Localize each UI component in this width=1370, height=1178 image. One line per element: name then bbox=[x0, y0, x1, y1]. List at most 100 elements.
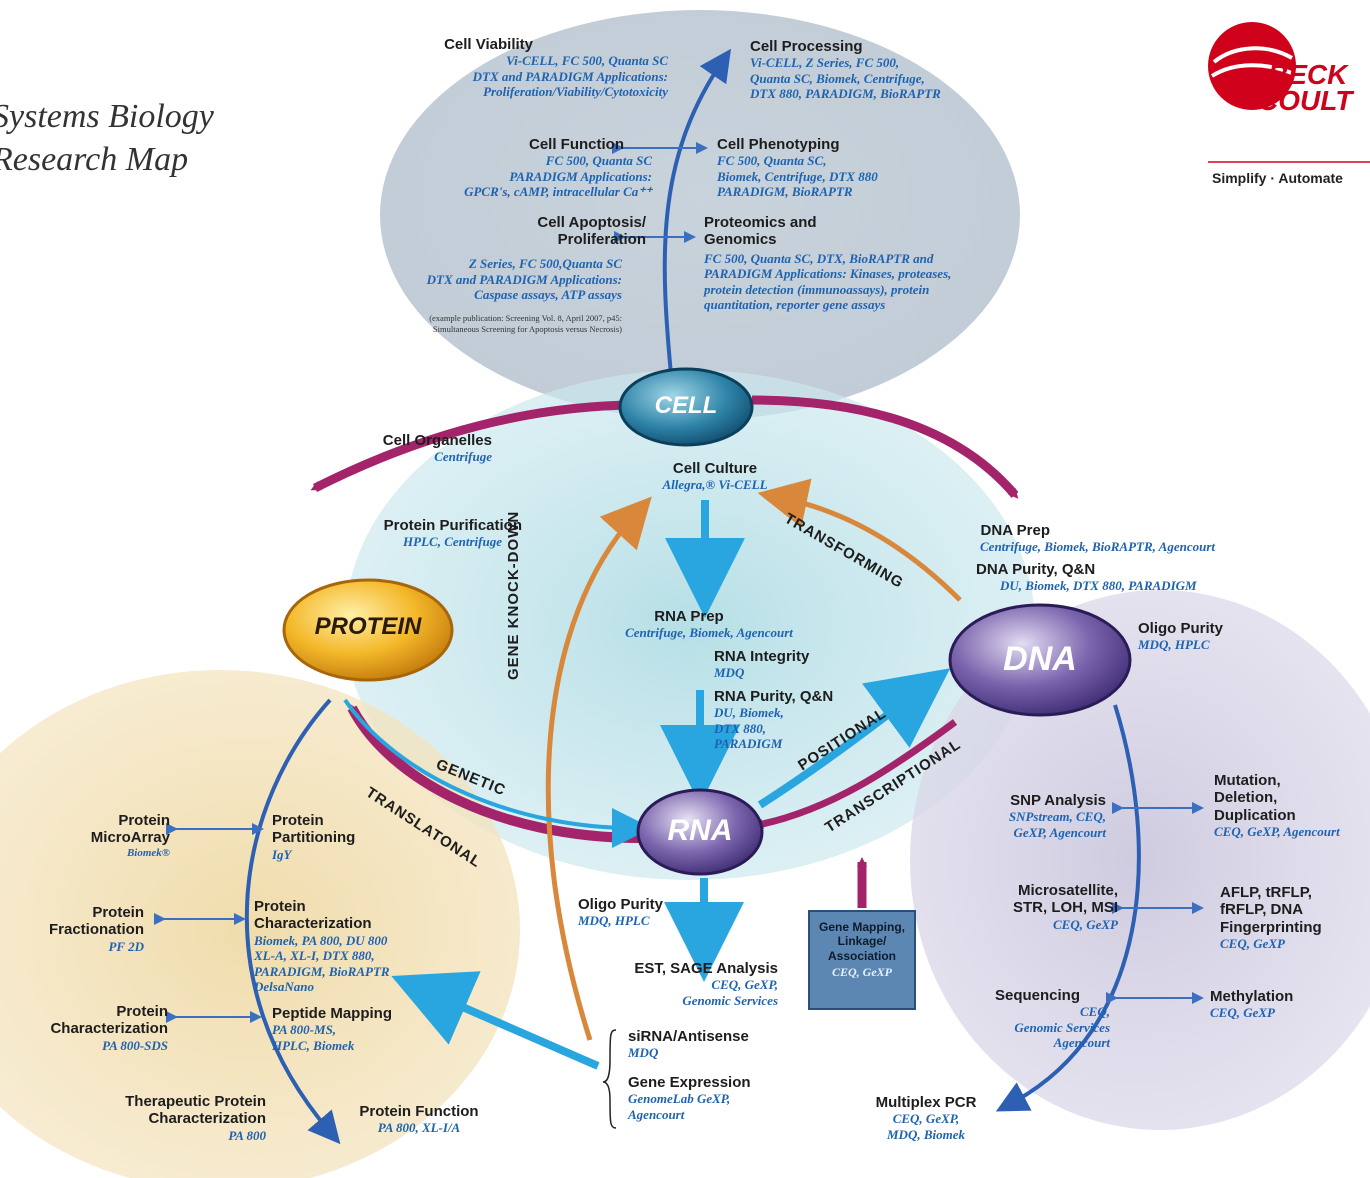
dna-spine-arrow bbox=[995, 704, 1141, 1112]
cell-node bbox=[618, 367, 754, 447]
protein-characterization-tools-1: Biomek, PA 800, DU 800 bbox=[254, 932, 388, 948]
est-sage-title: EST, SAGE Analysis bbox=[634, 960, 778, 977]
dna-node bbox=[948, 603, 1132, 717]
protein-spine-arrow bbox=[244, 698, 341, 1145]
mutation-title-1: Mutation, bbox=[1214, 772, 1281, 789]
protein-function-title: Protein Function bbox=[359, 1103, 479, 1120]
cell-processing-title: Cell Processing bbox=[750, 38, 863, 55]
dna-prep-title: DNA Prep bbox=[980, 522, 1050, 539]
est-sage: EST, SAGE Analysis CEQ, GeXP, Genomic Se… bbox=[634, 960, 778, 1008]
cell-apoptosis-tools-3: Caspase assays, ATP assays bbox=[474, 287, 622, 303]
cell-phenotyping-tools-3: PARADIGM, BioRAPTR bbox=[717, 184, 853, 200]
protein-characterization-tools-2: XL-A, XL-I, DTX 880, bbox=[254, 948, 375, 964]
proteomics-genomics: Proteomics and Genomics FC 500, Quanta S… bbox=[704, 214, 951, 313]
rna-prep-tools: Centrifuge, Biomek, Agencourt bbox=[625, 625, 793, 641]
aflp-title-2: fRFLP, DNA bbox=[1220, 901, 1304, 919]
cell-region-bg bbox=[380, 10, 1020, 420]
protein-partitioning-title-1: Protein bbox=[272, 812, 324, 829]
dna-oligo-purity: Oligo Purity MDQ, HPLC bbox=[1138, 620, 1223, 653]
rna-node bbox=[636, 788, 764, 876]
rna-oligo-purity-title: Oligo Purity bbox=[578, 896, 664, 913]
rna-to-protein-arrow bbox=[347, 703, 641, 843]
protein-characterization-title-2: Characterization bbox=[254, 915, 372, 933]
proteomics-tools-2: PARADIGM Applications: Kinases, protease… bbox=[704, 266, 952, 282]
cell-function-title: Cell Function bbox=[529, 136, 624, 153]
gene-expression-tools-2: Agencourt bbox=[628, 1106, 685, 1122]
multiplex-pcr-tools-2: MDQ, Biomek bbox=[887, 1126, 965, 1142]
sirna-title: siRNA/Antisense bbox=[628, 1028, 749, 1045]
dna-oligo-purity-tools: MDQ, HPLC bbox=[1138, 637, 1210, 653]
protein-fractionation: Protein Fractionation PF 2D bbox=[49, 904, 144, 954]
cell-function: Cell Function FC 500, Quanta SC PARADIGM… bbox=[464, 136, 652, 200]
gene-mapping-box: Gene Mapping, Linkage/ Association CEQ, … bbox=[808, 910, 916, 1010]
protein-function: Protein Function PA 800, XL-I/A bbox=[344, 1103, 494, 1136]
mutation-tools: CEQ, GeXP, Agencourt bbox=[1214, 823, 1340, 839]
cell-function-tools-3: GPCR's, cAMP, intracellular Ca⁺⁺ bbox=[464, 184, 652, 200]
peptide-mapping-tools-1: PA 800-MS, bbox=[272, 1022, 337, 1038]
sequencing-tools-1: CEQ, bbox=[1080, 1004, 1110, 1020]
aflp-tools: CEQ, GeXP bbox=[1220, 935, 1285, 951]
cell-apoptosis-tools: Z Series, FC 500,Quanta SC DTX and PARAD… bbox=[427, 256, 622, 303]
center-region-bg bbox=[345, 370, 1035, 880]
cell-to-protein-arrow bbox=[310, 400, 641, 493]
cell-function-tools-1: FC 500, Quanta SC bbox=[545, 153, 652, 169]
cell-apoptosis-title-2: Proliferation bbox=[557, 231, 646, 249]
rna-purity-tools-1: DU, Biomek, bbox=[714, 705, 784, 721]
peptide-mapping-title: Peptide Mapping bbox=[272, 1005, 392, 1022]
proteomics-tools-1: FC 500, Quanta SC, DTX, BioRAPTR and bbox=[704, 250, 934, 266]
aflp-title-1: AFLP, tRFLP, bbox=[1220, 884, 1312, 901]
protein-function-tools: PA 800, XL-I/A bbox=[377, 1120, 461, 1136]
protein-partitioning: Protein Partitioning IgY bbox=[272, 812, 355, 862]
protein-node bbox=[282, 578, 454, 682]
dna-prep-tools: Centrifuge, Biomek, BioRAPTR, Agencourt bbox=[980, 539, 1215, 555]
brand-name-line-1: BECK bbox=[1268, 59, 1348, 90]
rna-purity-title: RNA Purity, Q&N bbox=[714, 688, 834, 705]
rna-purity-tools-2: DTX 880, bbox=[714, 720, 766, 736]
rna-oligo-purity: Oligo Purity MDQ, HPLC bbox=[578, 896, 663, 929]
sequencing-tools-3: Agencourt bbox=[1053, 1035, 1110, 1051]
methylation-tools: CEQ, GeXP bbox=[1210, 1005, 1275, 1021]
proteomics-title-2: Genomics bbox=[704, 231, 777, 249]
cell-viability-tools-2: DTX and PARADIGM Applications: bbox=[472, 68, 668, 84]
cell-processing-tools-1: Vi-CELL, Z Series, FC 500, bbox=[750, 55, 900, 71]
rna-oligo-purity-tools: MDQ, HPLC bbox=[578, 913, 650, 929]
therapeutic-protein: Therapeutic Protein Characterization PA … bbox=[125, 1093, 266, 1143]
protein-characterization-tools-3: PARADIGM, BioRAPTR bbox=[254, 963, 390, 979]
map-title-line-2: Research Map bbox=[0, 140, 189, 178]
cell-organelles-tools: Centrifuge bbox=[434, 449, 492, 465]
cell-phenotyping-tools-2: Biomek, Centrifuge, DTX 880 bbox=[717, 168, 878, 184]
protein-fractionation-title-2: Fractionation bbox=[48, 921, 144, 939]
brand-logo-swoosh-2 bbox=[1210, 63, 1295, 78]
cell-organelles: Cell Organelles Centrifuge bbox=[383, 432, 492, 465]
dna-oligo-purity-title: Oligo Purity bbox=[1138, 620, 1224, 637]
cell-function-tools-2: PARADIGM Applications: bbox=[509, 168, 652, 184]
example-publication-1: (example publication: Screening Vol. 8, … bbox=[429, 313, 622, 323]
dna-node-label: DNA bbox=[1003, 640, 1077, 678]
est-sage-tools-1: CEQ, GeXP, bbox=[711, 977, 778, 993]
rna-purity: RNA Purity, Q&N DU, Biomek, DTX 880, PAR… bbox=[714, 688, 833, 752]
sequencing: Sequencing CEQ, Genomic Services Agencou… bbox=[995, 987, 1110, 1051]
protein-characterization-sds: Protein Characterization PA 800-SDS bbox=[50, 1003, 168, 1053]
est-sage-tools-2: Genomic Services bbox=[682, 992, 778, 1008]
map-title-line-1: Systems Biology bbox=[0, 98, 214, 135]
cell-viability: Cell Viability Vi-CELL, FC 500, Quanta S… bbox=[444, 36, 668, 100]
est-brace bbox=[602, 1029, 617, 1129]
gene-expression-title: Gene Expression bbox=[628, 1074, 751, 1091]
cell-culture-title: Cell Culture bbox=[672, 460, 758, 477]
dna-purity-tools: DU, Biomek, DTX 880, PARADIGM bbox=[1000, 578, 1197, 594]
methylation-title: Methylation bbox=[1210, 988, 1294, 1005]
rna-integrity-title: RNA Integrity bbox=[714, 648, 810, 665]
genetic-arrow bbox=[343, 698, 652, 848]
sirna-tools: MDQ bbox=[628, 1045, 659, 1061]
rna-integrity-tools: MDQ bbox=[714, 665, 745, 681]
cell-apoptosis: Cell Apoptosis/ Proliferation bbox=[537, 214, 646, 249]
protein-fractionation-title-1: Protein bbox=[92, 904, 144, 921]
sequencing-title: Sequencing bbox=[994, 987, 1080, 1004]
protein-partitioning-tools: IgY bbox=[272, 846, 292, 862]
protein-partitioning-title-2: Partitioning bbox=[272, 829, 356, 847]
aflp-title-3: Fingerprinting bbox=[1220, 918, 1322, 936]
example-publication: (example publication: Screening Vol. 8, … bbox=[429, 313, 622, 334]
protein-characterization: Protein Characterization Biomek, PA 800,… bbox=[254, 898, 390, 995]
